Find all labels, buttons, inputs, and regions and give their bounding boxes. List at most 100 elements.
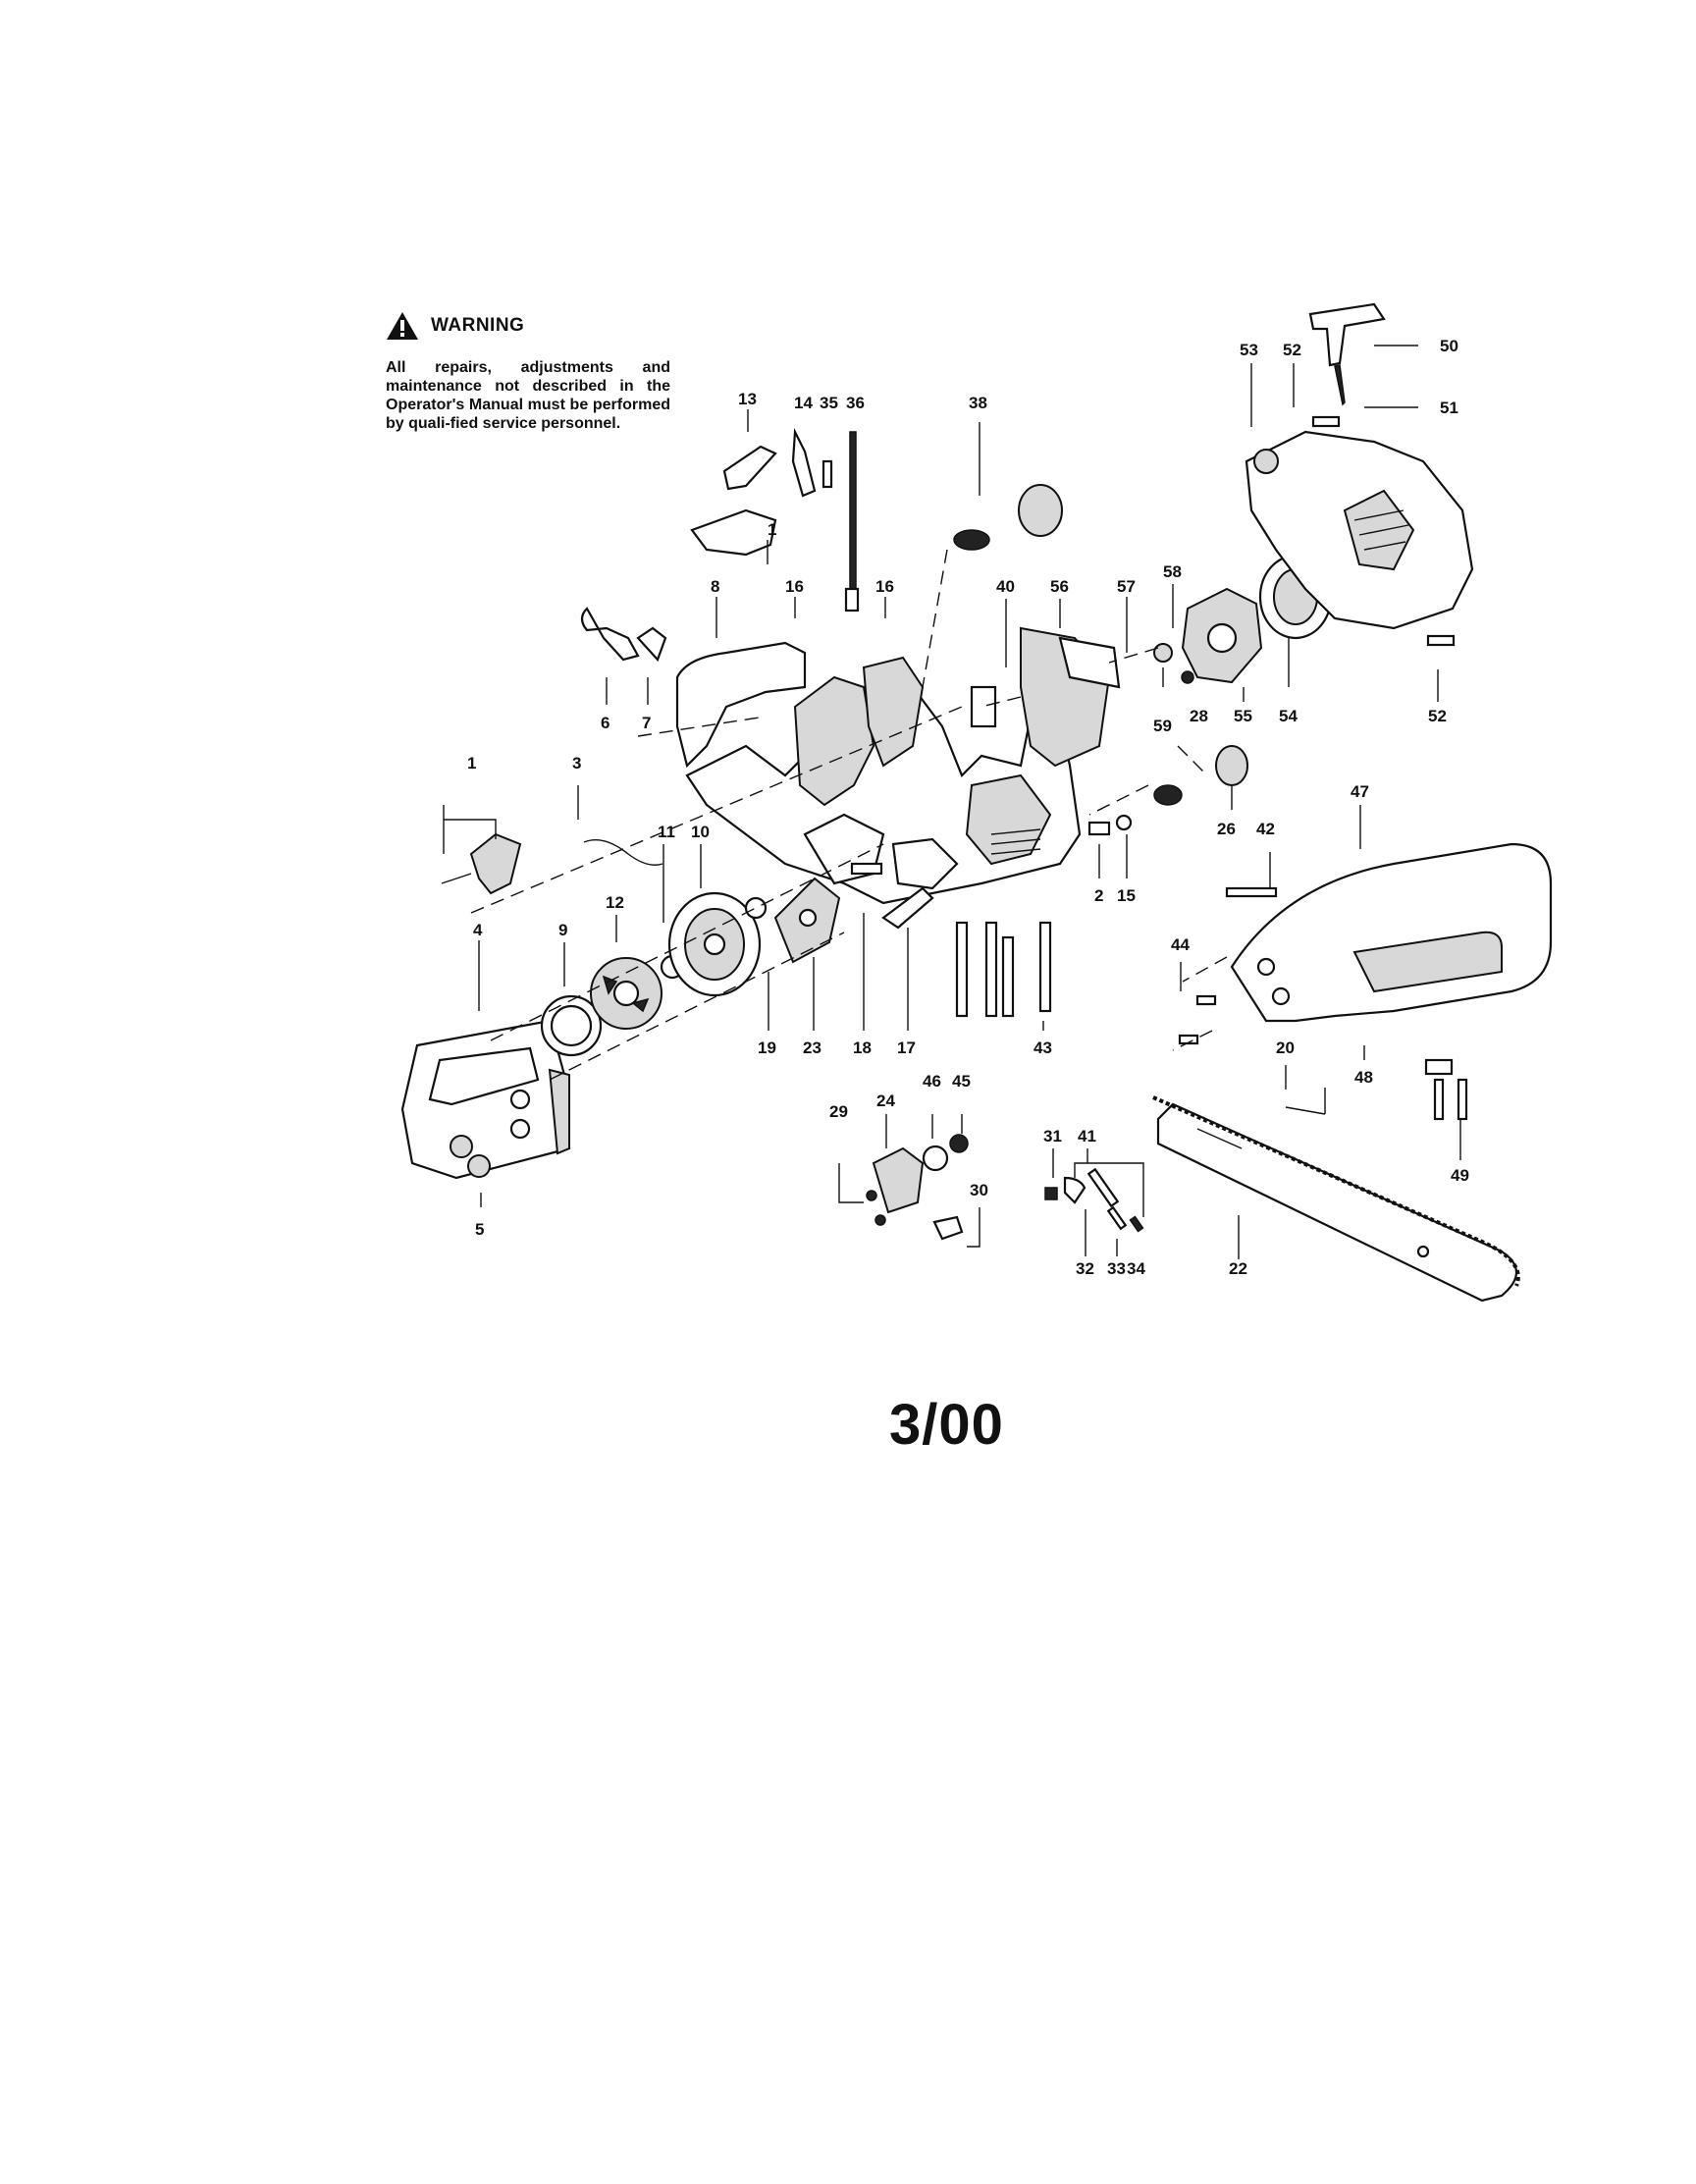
bolt-44-part bbox=[1195, 994, 1217, 1006]
throttle-handle-part bbox=[580, 607, 667, 663]
callout-20: 20 bbox=[1276, 1039, 1295, 1057]
callout-41: 41 bbox=[1078, 1127, 1096, 1145]
callout-53: 53 bbox=[1240, 341, 1258, 359]
callout-labels: 13 14 35 36 38 1 16 16 8 6 7 1 3 11 10 1… bbox=[467, 337, 1469, 1278]
screw-part bbox=[1181, 670, 1194, 684]
saw-chain-part bbox=[1152, 1095, 1520, 1287]
callout-1a: 1 bbox=[768, 520, 776, 539]
callout-40: 40 bbox=[996, 577, 1015, 596]
callout-23: 23 bbox=[803, 1039, 822, 1057]
guide-bar-part bbox=[1156, 1102, 1517, 1303]
callout-58: 58 bbox=[1163, 562, 1182, 581]
callout-29: 29 bbox=[829, 1102, 848, 1121]
spring-part bbox=[583, 839, 663, 866]
callout-13: 13 bbox=[738, 390, 757, 408]
spark-plug-boot-part bbox=[1153, 745, 1248, 806]
callout-8: 8 bbox=[711, 577, 719, 596]
callout-1b: 1 bbox=[467, 754, 476, 772]
callout-16a: 16 bbox=[785, 577, 804, 596]
plug-part bbox=[970, 685, 997, 728]
screw-31-part bbox=[1044, 1187, 1058, 1200]
trigger-part bbox=[690, 445, 777, 557]
callout-35: 35 bbox=[820, 394, 838, 412]
exploded-view-lines bbox=[470, 549, 1228, 1081]
callout-6: 6 bbox=[601, 714, 610, 732]
starter-housing-part bbox=[1245, 430, 1474, 630]
callout-7: 7 bbox=[642, 714, 651, 732]
part-17 bbox=[881, 886, 934, 930]
callout-55: 55 bbox=[1234, 707, 1252, 725]
clutch-drum-part bbox=[667, 891, 762, 997]
callout-44: 44 bbox=[1171, 935, 1190, 954]
warning-triangle-icon bbox=[387, 312, 418, 340]
bar-nut-parts bbox=[450, 1135, 491, 1178]
callout-5: 5 bbox=[475, 1220, 484, 1239]
callout-32: 32 bbox=[1076, 1259, 1094, 1278]
callout-3: 3 bbox=[572, 754, 581, 772]
ignition-module-part bbox=[1020, 626, 1121, 768]
callout-43: 43 bbox=[1034, 1039, 1052, 1057]
leader-lines bbox=[443, 345, 1461, 1259]
callout-17: 17 bbox=[897, 1039, 916, 1057]
bolts-43-part bbox=[955, 921, 1052, 1018]
bracket-part bbox=[1424, 1058, 1454, 1076]
callout-48: 48 bbox=[1354, 1068, 1373, 1087]
bolt-18-part bbox=[850, 862, 883, 876]
screw-29a-part bbox=[866, 1190, 877, 1201]
callout-24: 24 bbox=[876, 1092, 895, 1110]
fuel-cap-part bbox=[953, 484, 1063, 551]
callout-4: 4 bbox=[473, 921, 483, 939]
pin-34-part bbox=[1129, 1215, 1144, 1233]
callout-42: 42 bbox=[1256, 820, 1275, 838]
callout-54: 54 bbox=[1279, 707, 1298, 725]
bolt-44b-part bbox=[1178, 1034, 1199, 1045]
revision-date: 3/00 bbox=[889, 1393, 1004, 1457]
callout-51: 51 bbox=[1440, 399, 1458, 417]
callout-57: 57 bbox=[1117, 577, 1136, 596]
pin-parts bbox=[791, 427, 860, 613]
warning-notice: WARNING All repairs, adjustments and mai… bbox=[386, 311, 670, 433]
warning-header: WARNING bbox=[386, 311, 670, 341]
callout-31: 31 bbox=[1043, 1127, 1062, 1145]
spring-41-part bbox=[1063, 1176, 1086, 1204]
callout-10: 10 bbox=[691, 823, 710, 841]
callout-36: 36 bbox=[846, 394, 865, 412]
pin-33-part bbox=[1106, 1205, 1128, 1231]
callout-18: 18 bbox=[853, 1039, 872, 1057]
callout-14: 14 bbox=[794, 394, 813, 412]
callout-12: 12 bbox=[606, 893, 624, 912]
needle-bearing-part bbox=[540, 994, 603, 1057]
callout-16b: 16 bbox=[875, 577, 894, 596]
adjuster-plate-part bbox=[773, 877, 841, 964]
flywheel-part bbox=[1181, 587, 1263, 684]
warning-text: All repairs, adjustments and maintenance… bbox=[386, 359, 670, 432]
bolt-42-part bbox=[1225, 886, 1278, 898]
sprocket-cover-part bbox=[400, 1019, 571, 1180]
callout-46: 46 bbox=[923, 1072, 941, 1091]
callout-22: 22 bbox=[1229, 1259, 1247, 1278]
callout-59: 59 bbox=[1153, 717, 1172, 735]
callout-19: 19 bbox=[758, 1039, 776, 1057]
callout-28a: 28 bbox=[1190, 707, 1208, 725]
callout-49: 49 bbox=[1451, 1166, 1469, 1185]
callout-38: 38 bbox=[969, 394, 987, 412]
callout-33: 33 bbox=[1107, 1259, 1126, 1278]
screw-2-part bbox=[1087, 821, 1111, 836]
warning-title: WARNING bbox=[431, 315, 525, 336]
callout-9: 9 bbox=[558, 921, 567, 939]
bar-plate-part bbox=[872, 1134, 969, 1214]
callout-45: 45 bbox=[952, 1072, 971, 1091]
part-30 bbox=[932, 1215, 964, 1241]
callout-26: 26 bbox=[1217, 820, 1236, 838]
nut-part bbox=[1153, 643, 1173, 663]
chain-brake-part bbox=[441, 832, 522, 895]
callout-15: 15 bbox=[1117, 886, 1136, 905]
clutch-part bbox=[590, 957, 662, 1030]
small-washer-part bbox=[744, 896, 768, 920]
washer-15-part bbox=[1115, 814, 1133, 831]
callout-2: 2 bbox=[1094, 886, 1103, 905]
screw-29b-part bbox=[874, 1214, 886, 1226]
screw-52-part bbox=[1311, 415, 1341, 428]
